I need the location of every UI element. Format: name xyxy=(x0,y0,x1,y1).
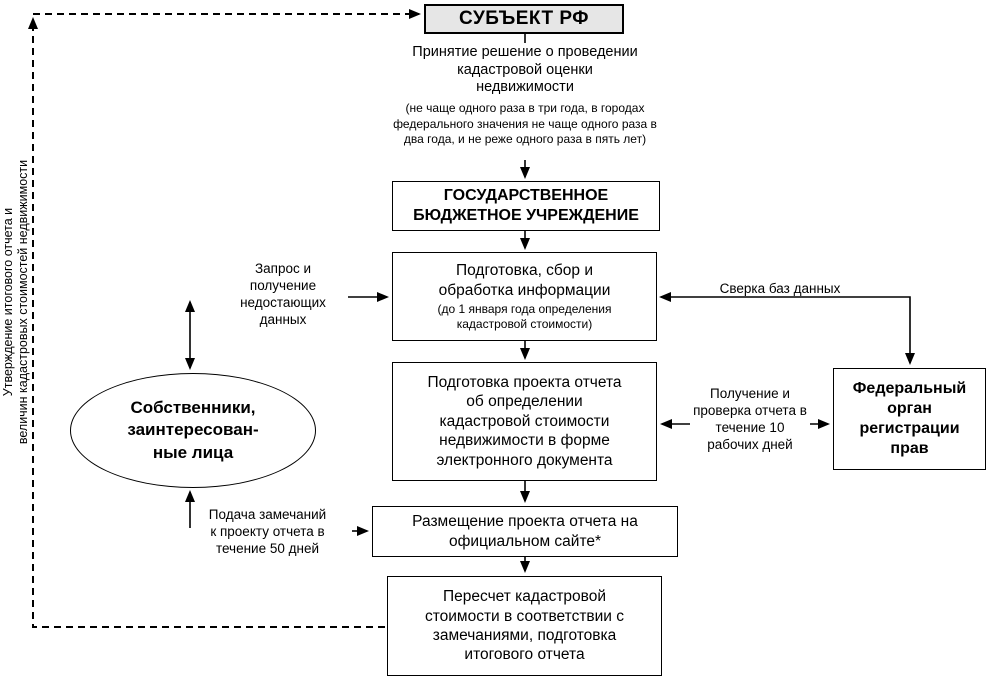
edge-label-data-sync: Сверка баз данных xyxy=(719,281,841,296)
node-collect: Подготовка, сбор и обработка информации … xyxy=(392,252,657,341)
owners-line-2: заинтересован- xyxy=(127,420,259,440)
approval-line-2: величин кадастровых стоимостей недвижимо… xyxy=(16,159,30,445)
node-recalculate: Пересчет кадастровой стоимости в соответ… xyxy=(387,576,662,676)
edge-label-request: Запрос и получение недостающих данных xyxy=(240,261,326,328)
node-owners-ellipse: Собственники, заинтересован- ные лица xyxy=(70,373,316,488)
node-federal-registration: Федеральный орган регистрации прав xyxy=(833,368,986,470)
edge-label-comments: Подача замечаний к проекту отчета в тече… xyxy=(208,507,327,557)
node-publish-site: Размещение проекта отчета на официальном… xyxy=(372,506,678,557)
collect-title: Подготовка, сбор и обработка информации xyxy=(438,262,611,299)
owners-line-1: Собственники, xyxy=(130,398,256,418)
approval-line-1: Утверждение итогового отчета и xyxy=(1,207,15,397)
edge-label-approval: Утверждение итогового отчета и величин к… xyxy=(1,142,31,462)
node-gbu: ГОСУДАРСТВЕННОЕ БЮДЖЕТНОЕ УЧРЕЖДЕНИЕ xyxy=(392,181,660,231)
edge-collect-federal-sync xyxy=(659,292,915,365)
edge-recalc-approval-dashed xyxy=(28,17,385,628)
decision-note: (не чаще одного раза в три года, в город… xyxy=(393,101,657,147)
decision-title: Принятие решение о проведении кадастрово… xyxy=(412,44,638,96)
collect-note: (до 1 января года определения кадастрово… xyxy=(437,301,612,331)
node-decision-text: Принятие решение о проведении кадастрово… xyxy=(370,44,680,148)
edge-label-report-check: Получение и проверка отчета в течение 10… xyxy=(690,384,810,455)
node-draft-report: Подготовка проекта отчета об определении… xyxy=(392,362,657,481)
owners-line-3: ные лица xyxy=(152,442,234,462)
node-subject-rf: СУБЪЕКТ РФ xyxy=(424,4,624,34)
